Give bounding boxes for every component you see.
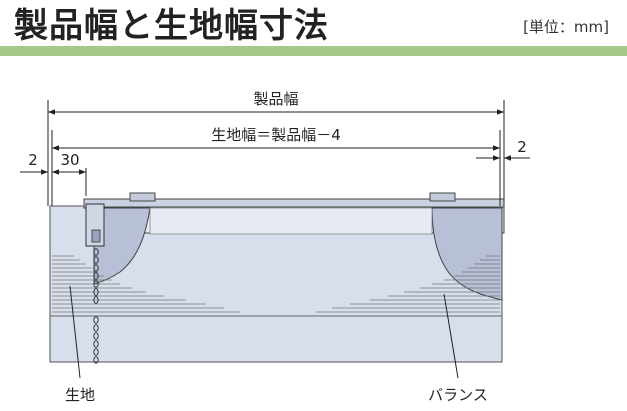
header: 製品幅と生地幅寸法 [単位：mm] bbox=[0, 0, 627, 58]
title-underline bbox=[0, 46, 627, 56]
valance-callout-leader bbox=[443, 293, 459, 379]
left-offset-label: 30 bbox=[60, 151, 79, 169]
unit-label: [単位：mm] bbox=[523, 18, 609, 36]
fabric-width-label: 生地幅＝製品幅－4 bbox=[211, 126, 341, 144]
product-width-label: 製品幅 bbox=[253, 90, 298, 108]
valance-left bbox=[93, 207, 151, 285]
left-gap-label: 2 bbox=[28, 151, 38, 169]
valance-right bbox=[431, 207, 503, 301]
pleat-hatching-left bbox=[52, 255, 240, 313]
valance-strip bbox=[149, 207, 433, 235]
extension-lines bbox=[47, 100, 505, 206]
control-box-inner bbox=[91, 229, 101, 243]
pull-chain bbox=[93, 248, 99, 364]
pleat-hatching-right bbox=[316, 255, 500, 313]
right-gap-label: 2 bbox=[517, 138, 527, 156]
valance-callout: バランス bbox=[428, 386, 488, 404]
page-title: 製品幅と生地幅寸法 bbox=[14, 6, 329, 46]
mounting-bracket-right bbox=[429, 192, 456, 202]
mounting-bracket-left bbox=[129, 192, 156, 202]
fabric-callout: 生地 bbox=[65, 386, 95, 404]
fabric-callout-leader bbox=[69, 285, 81, 379]
